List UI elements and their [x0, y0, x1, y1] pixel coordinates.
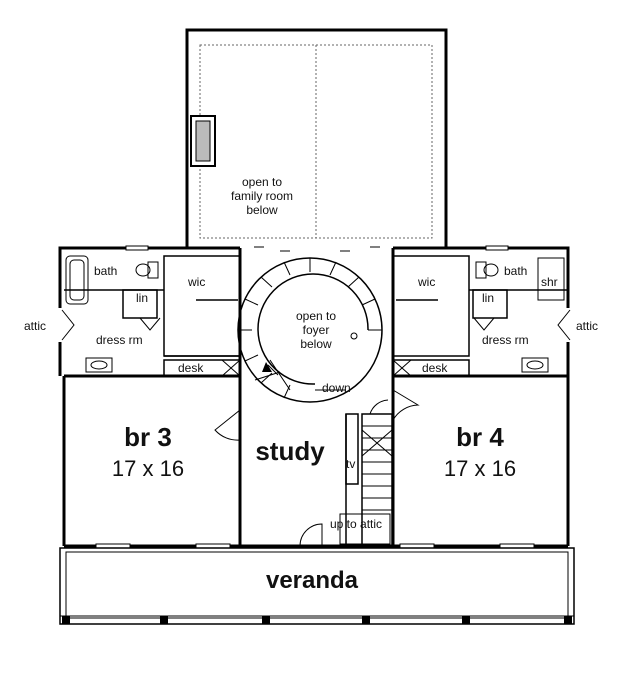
br4-title: br 4	[456, 422, 504, 452]
wic-left-label: wic	[187, 275, 205, 289]
bath-fixtures-right	[475, 257, 565, 373]
desk-marks	[221, 359, 412, 377]
veranda-title: veranda	[266, 567, 359, 594]
spiral-staircase	[237, 257, 383, 403]
open-foyer-label-2: foyer	[303, 323, 330, 337]
bath-left-label: bath	[94, 264, 117, 278]
dress-right-label: dress rm	[482, 333, 529, 347]
open-foyer-label-1: open to	[296, 309, 336, 323]
lin-right-label: lin	[482, 291, 494, 305]
open-family-label-1: open to	[242, 175, 282, 189]
tv-label: tv	[346, 457, 355, 471]
open-foyer-label-3: below	[300, 337, 332, 351]
veranda-area	[59, 547, 575, 625]
open-family-label-2: family room	[231, 189, 293, 203]
wic-right-label: wic	[417, 275, 435, 289]
desk-left-label: desk	[178, 361, 204, 375]
desk-right-label: desk	[422, 361, 448, 375]
attic-right-label: attic	[576, 319, 598, 333]
interior-walls	[64, 248, 568, 546]
sink-icon	[85, 357, 113, 373]
toilet-icon	[475, 261, 487, 279]
down-label: down	[322, 381, 351, 395]
family-room-open-area	[185, 28, 448, 252]
bathtub-icon	[65, 255, 89, 305]
toilet-icon	[147, 261, 159, 279]
study-title: study	[255, 436, 325, 466]
dress-left-label: dress rm	[96, 333, 143, 347]
bath-fixtures-left	[65, 255, 159, 373]
exterior-walls	[56, 246, 574, 548]
open-family-label-3: below	[246, 203, 278, 217]
attic-stair	[339, 413, 393, 547]
bath-right-label: bath	[504, 264, 527, 278]
br4-size: 17 x 16	[444, 456, 516, 481]
shower-icon	[537, 257, 565, 301]
br3-size: 17 x 16	[112, 456, 184, 481]
up-to-attic-label: up to attic	[330, 517, 382, 531]
attic-left-label: attic	[24, 319, 46, 333]
doors	[61, 309, 571, 547]
shr-label: shr	[541, 275, 558, 289]
lin-left-label: lin	[136, 291, 148, 305]
sink-icon	[521, 357, 549, 373]
br3-title: br 3	[124, 422, 172, 452]
